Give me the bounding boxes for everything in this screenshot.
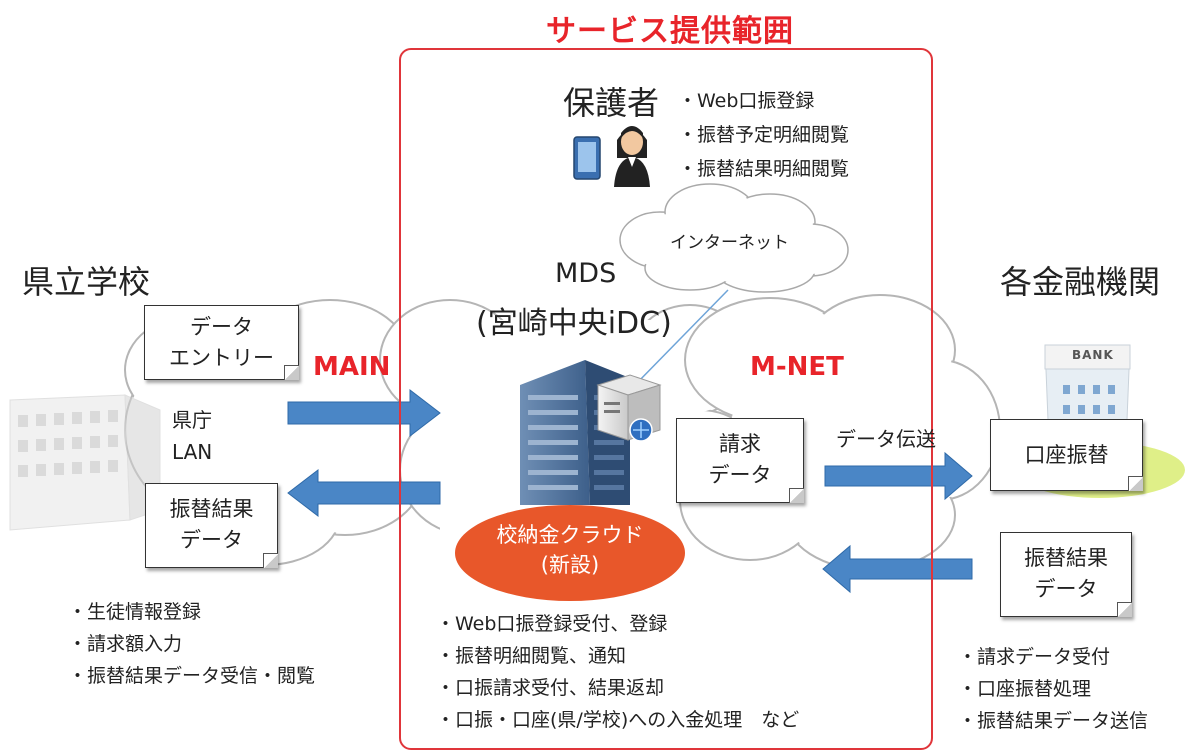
school-fee-cloud-sublabel: (新設) — [540, 553, 600, 577]
billing-doc-line: データ — [708, 463, 772, 487]
transfer-result-doc-line: 振替結果 — [169, 497, 254, 521]
arrow-mds-to-bank — [824, 451, 973, 501]
school-function-item: ・生徒情報登録 — [68, 601, 202, 623]
page-fold-icon — [789, 488, 804, 503]
cloud-function-item: ・振替明細閲覧、通知 — [436, 645, 627, 667]
prefecture-lan-label: 県庁 LAN — [172, 404, 212, 468]
school-fee-cloud-label: 校納金クラウド — [496, 523, 644, 547]
page-fold-icon — [1128, 476, 1143, 491]
guardian-title: 保護者 — [563, 84, 660, 122]
bank-function-list: ・請求データ受付 ・口座振替処理 ・振替結果データ送信 — [958, 641, 1148, 737]
prefecture-lan-line: 県庁 — [172, 408, 212, 432]
guardian-function-item: ・振替予定明細閲覧 — [678, 124, 850, 146]
page-fold-icon — [263, 553, 278, 568]
page-fold-icon — [284, 365, 299, 380]
prefecture-lan-line: LAN — [172, 440, 213, 464]
person-icon — [614, 126, 650, 187]
page-fold-icon — [1117, 602, 1132, 617]
school-function-item: ・振替結果データ受信・閲覧 — [68, 665, 316, 687]
transfer-result-doc-line: データ — [1034, 577, 1098, 601]
arrow-school-to-mds — [287, 388, 441, 438]
transfer-result-document-school: 振替結果 データ — [145, 483, 278, 568]
transfer-result-document-bank: 振替結果 データ — [1000, 532, 1132, 617]
school-building-icon — [9, 394, 161, 531]
school-title: 県立学校 — [22, 263, 151, 301]
service-range-title: サービス提供範囲 — [546, 14, 794, 49]
guardian-function-item: ・Web口振登録 — [678, 90, 815, 112]
main-network-label: MAIN — [313, 352, 391, 382]
transfer-result-doc-line: データ — [180, 528, 243, 552]
account-transfer-doc-line: 口座振替 — [1024, 443, 1109, 467]
internet-link-line — [634, 289, 729, 386]
data-entry-doc-line: エントリー — [169, 346, 274, 370]
bank-sign: BANK — [1072, 348, 1114, 362]
data-transmission-label: データ伝送 — [836, 427, 936, 451]
data-entry-document: データ エントリー — [144, 305, 299, 380]
bank-function-item: ・振替結果データ送信 — [958, 710, 1149, 732]
mds-location-label: (宮崎中央iDC) — [476, 306, 672, 341]
bank-title: 各金融機関 — [1000, 263, 1161, 301]
billing-data-document: 請求 データ — [676, 418, 804, 503]
service-range-frame — [399, 48, 933, 750]
arrow-mds-to-school — [287, 468, 441, 518]
mnet-network-label: M-NET — [750, 352, 844, 382]
bank-function-item: ・口座振替処理 — [958, 678, 1092, 700]
cloud-function-list: ・Web口振登録受付、登録 ・振替明細閲覧、通知 ・口振請求受付、結果返却 ・口… — [436, 608, 799, 736]
tablet-icon — [573, 136, 601, 180]
school-function-list: ・生徒情報登録 ・請求額入力 ・振替結果データ受信・閲覧 — [68, 596, 315, 692]
cloud-function-item: ・口振請求受付、結果返却 — [436, 677, 665, 699]
school-function-item: ・請求額入力 — [68, 633, 183, 655]
server-icon — [596, 374, 662, 442]
guardian-function-list: ・Web口振登録 ・振替予定明細閲覧 ・振替結果明細閲覧 — [678, 84, 849, 186]
guardian-function-item: ・振替結果明細閲覧 — [678, 158, 850, 180]
data-entry-doc-line: データ — [190, 315, 253, 339]
cloud-function-item: ・口振・口座(県/学校)への入金処理 など — [436, 709, 800, 731]
transfer-result-doc-line: 振替結果 — [1024, 546, 1108, 570]
billing-doc-line: 請求 — [719, 432, 761, 456]
school-fee-cloud-oval: 校納金クラウド (新設) — [455, 505, 685, 601]
account-transfer-document: 口座振替 — [990, 419, 1143, 491]
internet-label: インターネット — [670, 233, 789, 253]
arrow-bank-to-mds — [822, 544, 973, 594]
bank-function-item: ・請求データ受付 — [958, 646, 1111, 668]
mds-label: MDS — [555, 258, 617, 289]
cloud-function-item: ・Web口振登録受付、登録 — [436, 613, 668, 635]
